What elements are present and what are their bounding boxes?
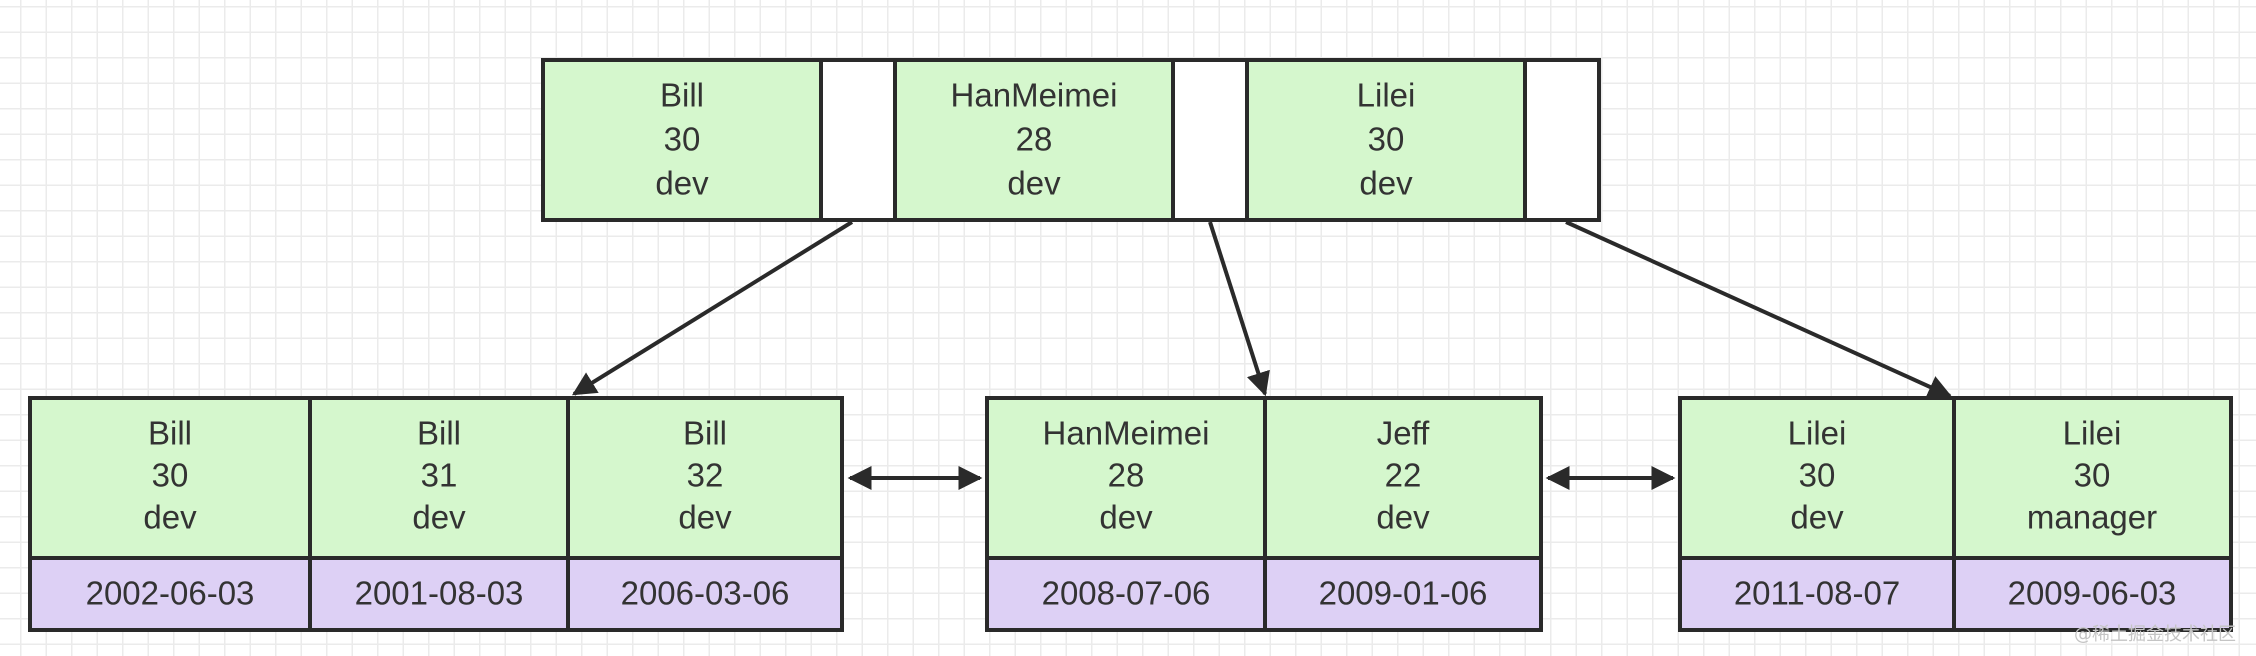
leaf-entry-pk: 2011-08-07 (1734, 575, 1900, 612)
root-entry-age: 30 (1368, 121, 1405, 158)
root-entry-position: dev (1359, 165, 1413, 202)
leaf-entry-age: 32 (687, 457, 724, 494)
leaf-entry-pk: 2008-07-06 (1042, 575, 1211, 612)
leaf-entry-age: 30 (2074, 457, 2111, 494)
leaf-entry-pk: 2002-06-03 (86, 575, 255, 612)
leaf-key-cell (1678, 396, 1956, 560)
leaf-pk-cell (566, 556, 844, 632)
root-entry-age: 28 (1016, 121, 1053, 158)
root-entry-name: Bill (660, 77, 704, 114)
leaf-node-1: Bill 30 dev 2002-06-03 Bill 31 dev 2001-… (28, 396, 844, 632)
leaf-entry-age: 22 (1385, 457, 1422, 494)
leaf-entry-name: Bill (683, 415, 727, 452)
leaf-entry-position: dev (143, 499, 197, 536)
leaf-key-cell (566, 396, 844, 560)
leaf-key-cell (308, 396, 570, 560)
root-key-cell (893, 58, 1175, 222)
root-pointer-cell (1523, 58, 1601, 222)
leaf-entry-age: 30 (152, 457, 189, 494)
leaf-key-cell (985, 396, 1267, 560)
root-entry-lilei: Lilei 30 dev (1245, 58, 1527, 222)
leaf-entry: HanMeimei 28 dev 2008-07-06 (985, 396, 1267, 632)
leaf-entry-age: 28 (1108, 457, 1145, 494)
root-pointer-cell (1171, 58, 1249, 222)
leaf-entry: Bill 31 dev 2001-08-03 (308, 396, 570, 632)
leaf-entry-name: Bill (148, 415, 192, 452)
leaf-entry: Lilei 30 manager 2009-06-03 (1952, 396, 2233, 632)
leaf-entry-pk: 2001-08-03 (355, 575, 524, 612)
leaf-entry-pk: 2009-06-03 (2008, 575, 2177, 612)
child-pointer-arrow (571, 220, 854, 396)
leaf-entry-name: Lilei (1788, 415, 1847, 452)
root-key-cell (541, 58, 823, 222)
leaf-pk-cell (1952, 556, 2233, 632)
child-pointer-arrow (1565, 220, 1953, 399)
leaf-entry-name: Jeff (1377, 415, 1430, 452)
watermark: @稀土掘金技术社区 (2074, 624, 2236, 645)
leaf-entry-age: 31 (421, 457, 458, 494)
leaf-entry-pk: 2006-03-06 (621, 575, 790, 612)
leaf-node-3: Lilei 30 dev 2011-08-07 Lilei 30 manager… (1678, 396, 2233, 632)
root-entry-bill: Bill 30 dev (541, 58, 823, 222)
leaf-entry: Lilei 30 dev 2011-08-07 (1678, 396, 1956, 632)
root-pointer-cell (819, 58, 897, 222)
leaf-pk-cell (28, 556, 312, 632)
leaf-entry-position: dev (1790, 499, 1844, 536)
leaf-entry-age: 30 (1799, 457, 1836, 494)
leaf-entry: Bill 30 dev 2002-06-03 (28, 396, 312, 632)
root-entry-position: dev (655, 165, 709, 202)
leaf-key-cell (1952, 396, 2233, 560)
leaf-entry-position: dev (678, 499, 732, 536)
leaf-pk-cell (1263, 556, 1543, 632)
leaf-entry-position: dev (1099, 499, 1153, 536)
leaf-entry-name: HanMeimei (1043, 415, 1210, 452)
leaf-entry-position: dev (1376, 499, 1430, 536)
root-entry-age: 30 (664, 121, 701, 158)
leaf-entry-position: manager (2027, 499, 2157, 536)
child-pointer-arrow (1208, 221, 1270, 397)
leaf-entry-position: dev (412, 499, 466, 536)
leaf-node-2: HanMeimei 28 dev 2008-07-06 Jeff 22 dev … (985, 396, 1543, 632)
root-entry-name: HanMeimei (951, 77, 1118, 114)
leaf-entry: Bill 32 dev 2006-03-06 (566, 396, 844, 632)
leaf-entry-name: Bill (417, 415, 461, 452)
root-entry-name: Lilei (1357, 77, 1416, 114)
root-node: Bill 30 dev HanMeimei 28 dev Lilei 30 de… (541, 58, 1601, 222)
root-entry-position: dev (1007, 165, 1061, 202)
root-entry-hanmeimei: HanMeimei 28 dev (893, 58, 1175, 222)
leaf-key-cell (1263, 396, 1543, 560)
leaf-entry-name: Lilei (2063, 415, 2122, 452)
leaf-entry-pk: 2009-01-06 (1319, 575, 1488, 612)
leaf-entry: Jeff 22 dev 2009-01-06 (1263, 396, 1543, 632)
root-key-cell (1245, 58, 1527, 222)
leaf-pk-cell (308, 556, 570, 632)
